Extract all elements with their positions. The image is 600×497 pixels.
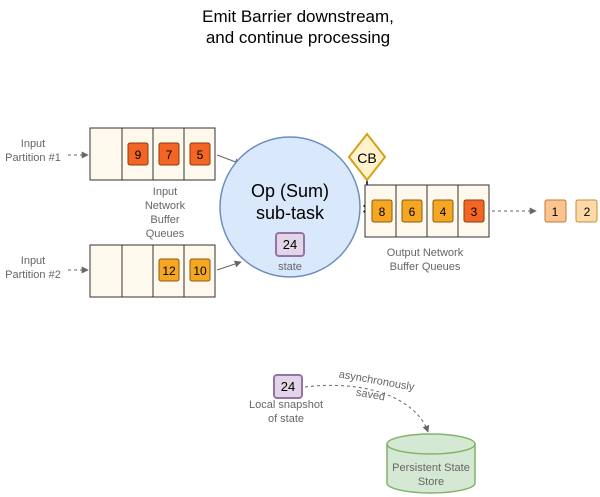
snapshot-state-box (273, 374, 303, 399)
record-3-label: 3 (471, 205, 478, 219)
snapshot-label-line1: Local snapshot (249, 399, 323, 411)
record-3 (463, 199, 485, 223)
record-12 (158, 258, 180, 282)
input-partition-1-label-line2: Partition #1 (5, 152, 61, 164)
emitted-record-1 (544, 199, 567, 223)
record-5 (189, 142, 211, 166)
record-9-label: 9 (135, 148, 142, 162)
operator-state-value: 24 (283, 237, 297, 252)
record-4 (432, 199, 454, 223)
record-8-label: 8 (379, 205, 386, 219)
record-5-label: 5 (197, 148, 204, 162)
output-buffer-queue: 8 6 4 3 (364, 184, 490, 238)
snapshot-label-line2: of state (268, 413, 304, 425)
operator-state-label: state (278, 261, 302, 273)
operator-state-box (275, 232, 305, 257)
persistent-state-store (386, 433, 476, 494)
output-queues-label-line1: Output Network (387, 247, 464, 259)
record-9 (127, 142, 149, 166)
record-12-label: 12 (162, 264, 176, 278)
emitted-record-1-label: 1 (552, 205, 559, 219)
checkpoint-barrier-diamond (347, 132, 387, 182)
record-10-label: 10 (193, 264, 207, 278)
diagram-title-line1: Emit Barrier downstream, (202, 7, 394, 26)
input-partition-2-label-line2: Partition #2 (5, 269, 61, 281)
input-queues-label-line2: Network (145, 200, 186, 212)
record-8 (371, 199, 393, 223)
snapshot-state-value: 24 (281, 379, 295, 394)
async-label-line2: saved (355, 387, 386, 404)
input-queues-label-line3: Buffer (150, 214, 179, 226)
output-queues-label-line2: Buffer Queues (390, 261, 461, 273)
record-7-label: 7 (166, 148, 173, 162)
record-6 (401, 199, 423, 223)
record-7 (158, 142, 180, 166)
operator-subtask-circle (219, 136, 361, 278)
store-label-line2: Store (418, 476, 444, 488)
input-partition-1-label-line1: Input (21, 138, 45, 150)
input-queues-label-line4: Queues (146, 228, 185, 240)
record-4-label: 4 (440, 205, 447, 219)
operator-name: Op (Sum) (251, 181, 329, 201)
store-label-line1: Persistent State (392, 462, 470, 474)
async-save-arrow (304, 384, 430, 433)
checkpoint-barrier-label: CB (357, 150, 376, 166)
input-queues-label-line1: Input (153, 186, 177, 198)
input-buffer-queue-1: 9 7 5 (89, 127, 216, 181)
record-10 (189, 258, 211, 282)
emitted-record-2 (575, 199, 598, 223)
emitted-record-2-label: 2 (584, 205, 591, 219)
operator-type: sub-task (256, 203, 325, 223)
record-6-label: 6 (409, 205, 416, 219)
input-partition-2-label-line1: Input (21, 255, 45, 267)
diagram-title-line2: and continue processing (206, 28, 390, 47)
input-buffer-queue-2: 12 10 (89, 244, 216, 298)
buffer-2-to-operator-arrow (216, 260, 242, 271)
